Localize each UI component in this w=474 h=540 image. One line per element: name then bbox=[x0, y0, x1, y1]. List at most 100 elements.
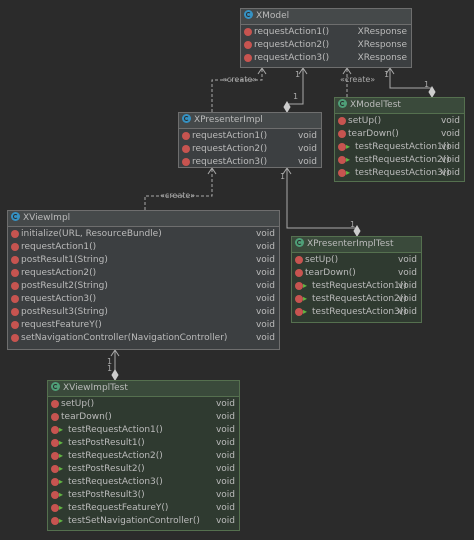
method-return-type: void bbox=[440, 116, 460, 126]
class-icon bbox=[295, 238, 304, 247]
method-icon bbox=[338, 143, 346, 151]
method-row[interactable]: requestAction1()XResponse bbox=[241, 26, 411, 39]
method-row[interactable]: initialize(URL, ResourceBundle)void bbox=[8, 228, 279, 241]
method-icon bbox=[295, 256, 303, 264]
method-row[interactable]: tearDown() void bbox=[292, 267, 421, 280]
method-name: requestAction2() bbox=[21, 268, 97, 278]
method-row[interactable]: requestAction3()void bbox=[8, 293, 279, 306]
method-row[interactable]: ▸testRequestAction3()void bbox=[292, 306, 421, 319]
class-header-xviewimpltest[interactable]: XViewImplTest bbox=[48, 381, 239, 397]
method-name: testRequestAction2() bbox=[312, 294, 407, 304]
method-return-type: void bbox=[215, 451, 235, 461]
method-return-type: void bbox=[215, 464, 235, 474]
method-name: testPostResult1() bbox=[68, 438, 145, 448]
method-row[interactable]: ▸testPostResult2()void bbox=[48, 463, 239, 476]
method-row[interactable]: ▸testRequestAction1()void bbox=[335, 141, 464, 154]
method-return-type: void bbox=[255, 255, 275, 265]
method-return-type: void bbox=[397, 307, 417, 317]
method-icon bbox=[295, 282, 303, 290]
method-name: requestAction3() bbox=[254, 53, 330, 63]
class-header-xpresenterimpltest[interactable]: XPresenterImplTest bbox=[292, 237, 421, 253]
class-icon bbox=[244, 10, 253, 19]
class-icon bbox=[182, 114, 191, 123]
method-row[interactable]: postResult3(String)void bbox=[8, 306, 279, 319]
method-name: setNavigationController(NavigationContro… bbox=[21, 333, 228, 343]
method-row[interactable]: ▸testRequestAction3()void bbox=[48, 476, 239, 489]
method-icon bbox=[338, 156, 346, 164]
method-name: requestFeatureY() bbox=[21, 320, 102, 330]
class-header-xmodeltest[interactable]: XModelTest bbox=[335, 98, 464, 114]
method-row[interactable]: ▸testRequestAction3()void bbox=[335, 167, 464, 180]
class-header-xpresenterimpl[interactable]: XPresenterImpl bbox=[179, 113, 321, 129]
method-row[interactable]: setUp()void bbox=[292, 254, 421, 267]
method-name: testRequestAction1() bbox=[312, 281, 407, 291]
method-icon bbox=[11, 321, 19, 329]
method-icon bbox=[182, 145, 190, 153]
method-icon bbox=[11, 308, 19, 316]
method-name: postResult3(String) bbox=[21, 307, 108, 317]
method-row[interactable]: requestAction3()XResponse bbox=[241, 52, 411, 65]
method-row[interactable]: requestFeatureY()void bbox=[8, 319, 279, 332]
method-icon bbox=[51, 478, 59, 486]
method-name: requestAction3() bbox=[192, 157, 268, 167]
method-row[interactable]: ▸testRequestAction2()void bbox=[48, 450, 239, 463]
method-row[interactable]: tearDown()void bbox=[48, 411, 239, 424]
method-row[interactable]: requestAction2()XResponse bbox=[241, 39, 411, 52]
method-return-type: void bbox=[255, 242, 275, 252]
method-icon bbox=[51, 439, 59, 447]
test-method-icon: ▸ bbox=[59, 503, 64, 512]
edge-view-creates-presenter-arrow bbox=[207, 167, 217, 175]
method-icon bbox=[11, 243, 19, 251]
method-row[interactable]: requestAction3()void bbox=[179, 156, 321, 169]
method-row[interactable]: requestAction2()void bbox=[8, 267, 279, 280]
method-name: requestAction3() bbox=[21, 294, 97, 304]
method-row[interactable]: ▸testPostResult3()void bbox=[48, 489, 239, 502]
edge-presentertest-has-presenter-arrow bbox=[282, 167, 292, 175]
class-header-xmodel[interactable]: XModel bbox=[241, 9, 411, 25]
method-row[interactable]: ▸testPostResult1()void bbox=[48, 437, 239, 450]
method-name: requestAction1() bbox=[21, 242, 97, 252]
method-name: requestAction1() bbox=[254, 27, 330, 37]
method-row[interactable]: setNavigationController(NavigationContro… bbox=[8, 332, 279, 345]
method-icon bbox=[11, 230, 19, 238]
method-row[interactable]: ▸testRequestAction2()void bbox=[335, 154, 464, 167]
method-name: testRequestAction2() bbox=[355, 155, 450, 165]
method-icon bbox=[51, 517, 59, 525]
method-return-type: void bbox=[397, 268, 417, 278]
method-icon bbox=[182, 132, 190, 140]
edge-label-one-5: 1 bbox=[280, 172, 286, 181]
method-name: setUp() bbox=[305, 255, 339, 265]
edge-modeltest-has-model-diamond bbox=[428, 86, 436, 98]
edge-presenter-creates-model-arrow bbox=[257, 67, 267, 75]
method-row[interactable]: tearDown()void bbox=[335, 128, 464, 141]
method-row[interactable]: requestAction1()void bbox=[179, 130, 321, 143]
method-row[interactable]: ▸testRequestFeatureY()void bbox=[48, 502, 239, 515]
method-row[interactable]: ▸testRequestAction1()void bbox=[48, 424, 239, 437]
method-icon bbox=[51, 400, 59, 408]
class-name-xviewimpltest: XViewImplTest bbox=[63, 383, 128, 393]
method-row[interactable]: ▸testRequestAction1()void bbox=[292, 280, 421, 293]
method-row[interactable]: requestAction1() void bbox=[8, 241, 279, 254]
method-name: setUp() bbox=[61, 399, 95, 409]
method-name: tearDown() bbox=[305, 268, 356, 278]
method-row[interactable]: requestAction2()void bbox=[179, 143, 321, 156]
method-row[interactable]: setUp()void bbox=[335, 115, 464, 128]
method-icon bbox=[51, 491, 59, 499]
method-row[interactable]: postResult2(String)void bbox=[8, 280, 279, 293]
method-row[interactable]: ▸testRequestAction2()void bbox=[292, 293, 421, 306]
class-header-xviewimpl[interactable]: XViewImpl bbox=[8, 211, 279, 227]
edge-presentertest-has-presenter-diamond bbox=[353, 225, 361, 237]
method-return-type: void bbox=[440, 155, 460, 165]
method-row[interactable]: setUp()void bbox=[48, 398, 239, 411]
method-row[interactable]: postResult1(String)void bbox=[8, 254, 279, 267]
edge-label-create-3: «create» bbox=[160, 191, 196, 200]
method-row[interactable]: ▸testSetNavigationController()void bbox=[48, 515, 239, 528]
class-icon bbox=[51, 382, 60, 391]
